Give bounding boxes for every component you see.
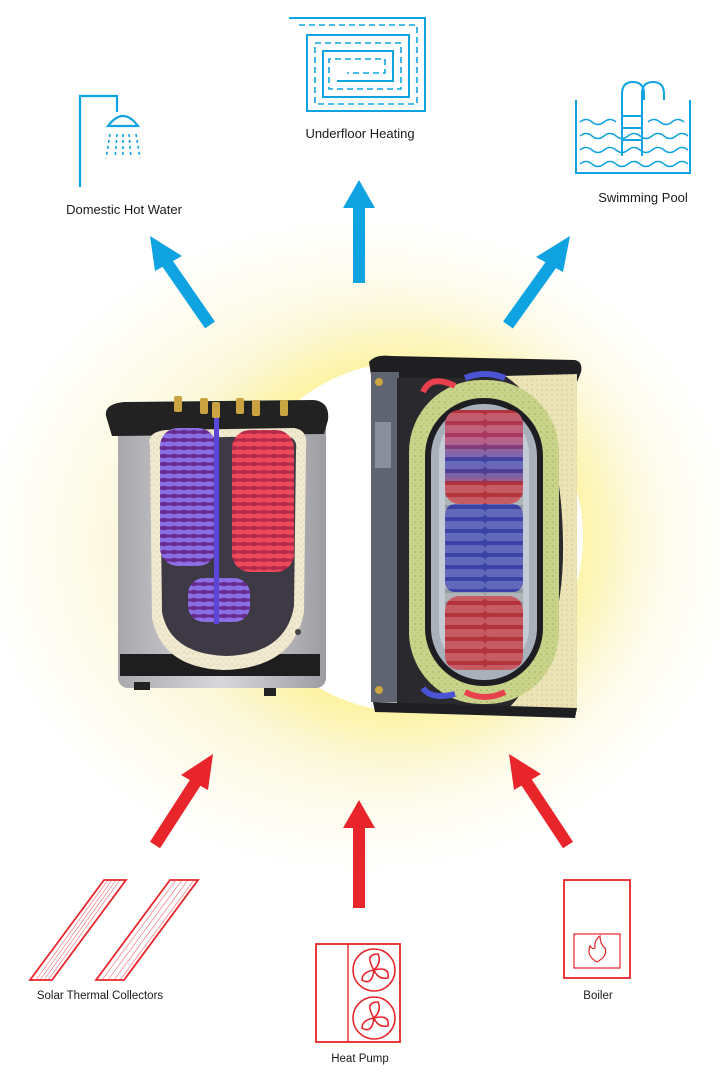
solar-panel-icon [28,879,200,981]
cylinder-tank-left [105,396,329,696]
label-heat-pump: Heat Pump [331,1053,389,1065]
underfloor-pipe-icon [289,17,426,112]
label-swimming-pool: Swimming Pool [598,190,688,205]
label-domestic-hot-water: Domestic Hot Water [66,202,182,217]
label-underfloor-heating: Underfloor Heating [305,126,415,141]
pool-ladder-icon [575,80,691,174]
shower-icon [78,94,141,187]
boiler-flame-icon [563,879,631,979]
label-boiler: Boiler [583,990,613,1002]
cylinder-tank-right [369,355,582,718]
heat-pump-fan-icon [315,943,401,1043]
label-solar-thermal-collectors: Solar Thermal Collectors [36,990,164,1002]
